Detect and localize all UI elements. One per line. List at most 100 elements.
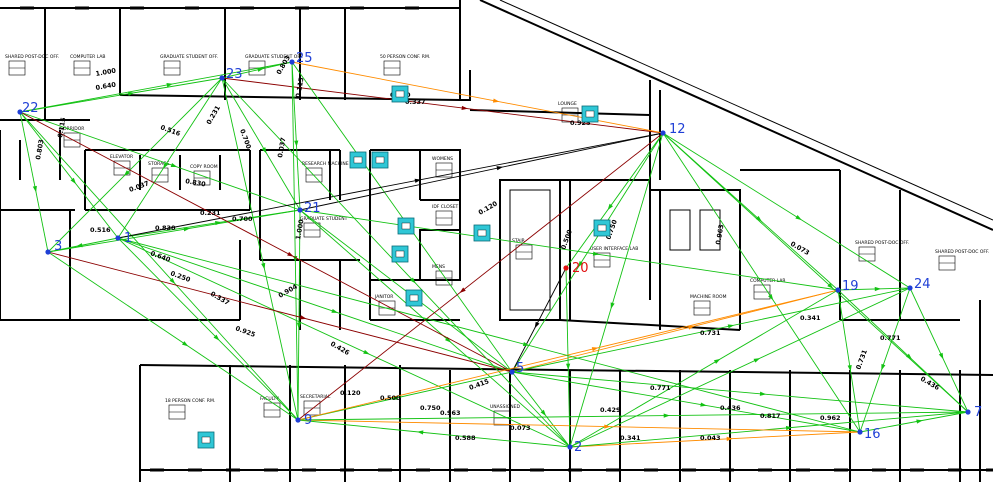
- link-edge-16-7: [859, 411, 969, 433]
- svg-text:COMPUTER LAB: COMPUTER LAB: [70, 54, 106, 60]
- room-label: STAIR: [512, 238, 533, 260]
- edge-arrow: [32, 185, 37, 193]
- node-19[interactable]: 19: [835, 279, 859, 294]
- node-21[interactable]: 21: [297, 201, 321, 216]
- node-dot[interactable]: [965, 409, 971, 415]
- node-dot[interactable]: [17, 109, 23, 115]
- room-label: COMPUTER LAB: [70, 54, 106, 76]
- svg-text:SECRETARIAL: SECRETARIAL: [300, 394, 331, 400]
- edge-arrow: [169, 277, 176, 284]
- node-1[interactable]: 1: [115, 231, 132, 246]
- node-25[interactable]: 25: [289, 51, 313, 66]
- edge-value-label: 0.803: [34, 139, 45, 161]
- link-edge-12-2: [569, 132, 664, 448]
- room-label: MACHINE ROOM: [690, 294, 727, 316]
- node-22[interactable]: 22: [17, 101, 39, 116]
- edge-value-label: 0.426: [329, 340, 351, 357]
- svg-text:SHARED POST-DOC OFF.: SHARED POST-DOC OFF.: [5, 54, 59, 60]
- node-23[interactable]: 23: [219, 67, 243, 82]
- edge-arrow: [540, 409, 547, 417]
- edge-arrow: [759, 391, 767, 396]
- room-label: SECRETARIAL: [300, 394, 331, 416]
- room-label: SHARED POST-DOC OFF.: [855, 240, 909, 262]
- edge-value-label: 1.000: [294, 218, 306, 240]
- edge-arrow: [409, 277, 416, 284]
- node-3[interactable]: 3: [45, 239, 62, 255]
- link-edge-1-12: [117, 132, 664, 239]
- node-dot[interactable]: [295, 417, 301, 423]
- edge-arrow: [257, 67, 264, 72]
- edge-arrow: [938, 352, 944, 360]
- room-label: MENS: [432, 264, 453, 286]
- node-24[interactable]: 24: [907, 277, 931, 292]
- node-label: 25: [296, 51, 313, 66]
- edge-arrow: [755, 215, 762, 222]
- node-12[interactable]: 12: [660, 122, 686, 137]
- link-edge-5-9: [297, 371, 513, 421]
- node-16[interactable]: 16: [857, 427, 881, 442]
- edge-value-label: 0.700: [238, 128, 253, 151]
- svg-text:ELEVATOR: ELEVATOR: [110, 154, 133, 160]
- node-dot[interactable]: [835, 287, 841, 293]
- link-edge-3-5: [47, 251, 513, 373]
- edge-arrow: [166, 82, 174, 88]
- edge-arrow: [591, 347, 599, 352]
- node-dot[interactable]: [45, 249, 51, 255]
- node-dot[interactable]: [857, 429, 863, 435]
- node-label: 23: [226, 67, 243, 82]
- node-20[interactable]: 20: [563, 261, 589, 276]
- svg-text:STAIR: STAIR: [512, 238, 525, 244]
- access-points: [197, 85, 611, 449]
- node-2[interactable]: 2: [567, 440, 582, 455]
- link-edge-23-3: [47, 77, 223, 253]
- edge-value-label: 0.037: [276, 137, 287, 159]
- node-dot[interactable]: [297, 207, 303, 213]
- edge-value-label: 0.500: [380, 394, 401, 402]
- edge-value-label: 0.429: [600, 406, 621, 414]
- edge-value-label: 0.073: [789, 240, 811, 257]
- link-edge-12-20: [565, 132, 664, 269]
- edge-value-label: 0.516: [159, 123, 182, 138]
- edge-arrow: [578, 260, 584, 268]
- link-edge-9-16: [297, 419, 861, 433]
- node-7[interactable]: 7: [965, 405, 982, 420]
- edge-arrow: [461, 105, 469, 110]
- edge-arrow: [459, 287, 466, 294]
- edge-value-label: 0.830: [155, 224, 176, 232]
- link-edge-19-16: [837, 289, 861, 433]
- node-5[interactable]: 5: [509, 361, 524, 376]
- edge-value-label: 0.963: [440, 409, 461, 417]
- link-edge-22-25: [19, 61, 293, 113]
- edge-arrow: [604, 424, 611, 429]
- node-label: 5: [516, 361, 524, 376]
- link-edge-24-7: [909, 287, 969, 413]
- access-point-icon: [397, 217, 415, 235]
- link-edge-1-9: [117, 237, 299, 421]
- link-edge-22-5: [19, 111, 513, 373]
- access-point-icon: [405, 289, 423, 307]
- node-dot[interactable]: [660, 130, 666, 136]
- svg-text:18 PERSON CONF. RM.: 18 PERSON CONF. RM.: [165, 398, 215, 404]
- edge-arrow: [127, 91, 135, 96]
- node-dot[interactable]: [907, 285, 913, 291]
- node-dot[interactable]: [219, 75, 225, 81]
- room-label: IDF CLOSET: [432, 204, 459, 226]
- node-dot[interactable]: [289, 59, 295, 65]
- edge-value-label: 0.771: [880, 334, 901, 342]
- link-edge-23-9: [221, 77, 299, 421]
- node-dot[interactable]: [509, 369, 515, 375]
- node-dot[interactable]: [115, 235, 121, 241]
- svg-text:UNASSIGNED: UNASSIGNED: [490, 404, 520, 410]
- edge-arrow: [183, 227, 191, 232]
- link-edge-12-9: [297, 132, 664, 421]
- edge-arrow: [881, 363, 886, 371]
- edge-arrow: [182, 341, 189, 347]
- link-edge-1-16: [117, 237, 861, 433]
- svg-text:COMPUTER LAB: COMPUTER LAB: [750, 278, 786, 284]
- node-dot[interactable]: [567, 444, 573, 450]
- node-dot[interactable]: [563, 265, 569, 271]
- node-9[interactable]: 9: [295, 413, 312, 428]
- node-label: 12: [669, 122, 686, 137]
- edge-arrow: [123, 170, 130, 177]
